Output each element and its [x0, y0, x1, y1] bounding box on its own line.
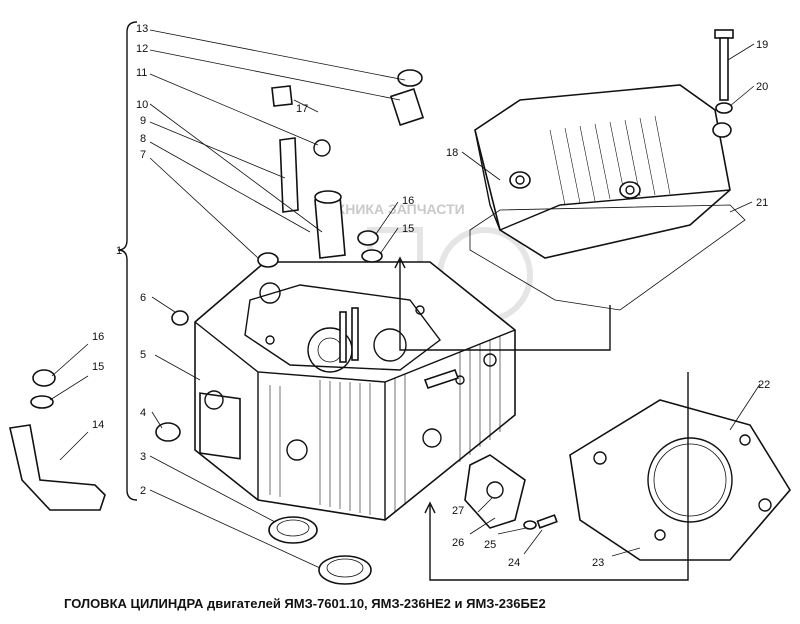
- seal-7: [257, 252, 279, 268]
- label-24: 24: [508, 557, 520, 569]
- bolt-24: [536, 514, 558, 529]
- head-gasket: [569, 399, 791, 561]
- cap-13: [397, 69, 423, 87]
- washer-15: [30, 395, 54, 409]
- label-11: 11: [136, 67, 147, 79]
- figure-caption: ГОЛОВКА ЦИЛИНДРА двигателей ЯМЗ-7601.10,…: [64, 596, 546, 611]
- label-23: 23: [592, 557, 604, 569]
- label-26: 26: [452, 537, 464, 549]
- label-16-left: 16: [92, 331, 104, 343]
- label-15-left: 15: [92, 361, 104, 373]
- guide-10: [279, 137, 299, 213]
- callouts: 1 2 3 4 5 6 7 8 9 10 11 12 13 14 15 16 1…: [92, 23, 770, 569]
- washer-25: [523, 520, 537, 530]
- group-bracket: [117, 21, 138, 501]
- label-3: 3: [140, 451, 146, 463]
- label-14: 14: [92, 419, 104, 431]
- seal-ring-2: [318, 555, 372, 585]
- insert-17: [271, 85, 293, 107]
- label-5: 5: [140, 349, 146, 361]
- cover-plate-26: [464, 454, 526, 529]
- nut-16-top: [357, 230, 379, 246]
- label-12: 12: [136, 43, 148, 55]
- label-8: 8: [140, 133, 146, 145]
- label-16-right: 16: [402, 195, 414, 207]
- label-25: 25: [484, 539, 496, 551]
- washer-15-top: [361, 249, 383, 263]
- watermark: ТЕХНИКА ЗАПЧАСТИ: [318, 201, 465, 217]
- seal-ring-3: [268, 516, 318, 544]
- bracket-14: [9, 424, 106, 511]
- leader-lines: [49, 29, 761, 569]
- label-27: 27: [452, 505, 464, 517]
- cap-12: [389, 88, 425, 126]
- assembly-arrow-plate: [429, 372, 689, 581]
- valve-cover: [474, 84, 732, 259]
- cylinder-head-block: [194, 261, 516, 521]
- plug-6: [171, 310, 189, 326]
- label-2: 2: [140, 485, 146, 497]
- label-10: 10: [136, 99, 148, 111]
- label-6: 6: [140, 292, 146, 304]
- nut-16: [32, 369, 56, 387]
- label-21: 21: [756, 197, 768, 209]
- label-4: 4: [140, 407, 146, 419]
- cover-gasket: [469, 204, 746, 311]
- label-13: 13: [136, 23, 148, 35]
- ring-11: [313, 139, 331, 157]
- label-18: 18: [446, 147, 458, 159]
- label-17: 17: [296, 103, 308, 115]
- label-19: 19: [756, 39, 768, 51]
- label-7: 7: [140, 149, 146, 161]
- label-15-right: 15: [402, 223, 414, 235]
- label-9: 9: [140, 115, 146, 127]
- plug-4: [155, 422, 181, 442]
- assembly-arrow-cover: [399, 260, 611, 351]
- valve-guide-9: [314, 195, 346, 259]
- label-1: 1: [116, 245, 122, 257]
- label-20: 20: [756, 81, 768, 93]
- label-22: 22: [758, 379, 770, 391]
- cover-bolt: [714, 29, 734, 114]
